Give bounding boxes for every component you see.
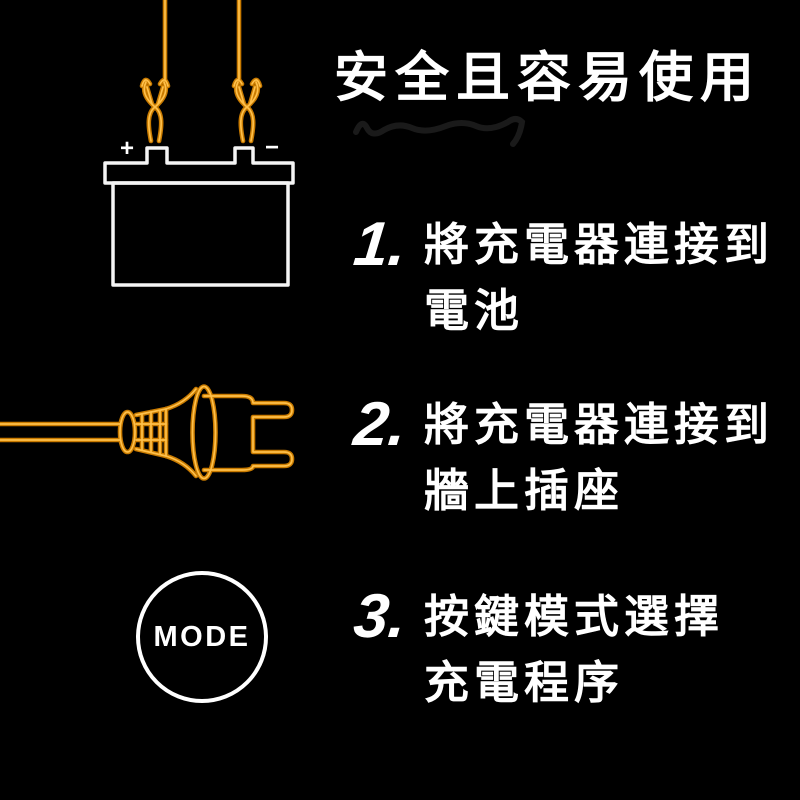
step-1-text-line2: 電池	[424, 285, 525, 336]
power-plug-icon	[0, 378, 300, 490]
step-2: 2. 將充電器連接到 牆上插座	[336, 390, 775, 524]
page-title: 安全且容易使用	[334, 48, 761, 108]
plug-outline	[0, 387, 292, 479]
mode-button-label: MODE	[153, 620, 251, 653]
faint-handwriting-decoration	[353, 116, 526, 147]
step-3-number: 3.	[350, 582, 410, 651]
step-3-text-line2: 充電程序	[424, 657, 625, 708]
plug-highlight	[0, 385, 293, 480]
step-2-text-line2: 牆上插座	[424, 465, 625, 516]
handwriting-stroke	[353, 116, 526, 147]
clamp-wires-outline	[142, 0, 260, 141]
step-1-number: 1.	[350, 210, 410, 279]
step-1-text-line1: 將充電器連接到	[424, 219, 775, 270]
step-3: 3. 按鍵模式選擇 充電程序	[336, 582, 725, 716]
mode-button-icon: MODE	[136, 571, 268, 703]
battery-lid-outline	[103, 146, 295, 185]
step-3-text-line1: 按鍵模式選擇	[424, 591, 725, 642]
battery-body-outline	[111, 181, 290, 287]
step-2-number: 2.	[350, 390, 410, 459]
step-2-text-line1: 將充電器連接到	[424, 399, 775, 450]
step-1: 1. 將充電器連接到 電池	[336, 210, 775, 344]
battery-with-clamps-icon: + −	[103, 0, 295, 287]
battery-minus-label: −	[265, 134, 279, 161]
battery-plus-label: +	[120, 135, 134, 162]
